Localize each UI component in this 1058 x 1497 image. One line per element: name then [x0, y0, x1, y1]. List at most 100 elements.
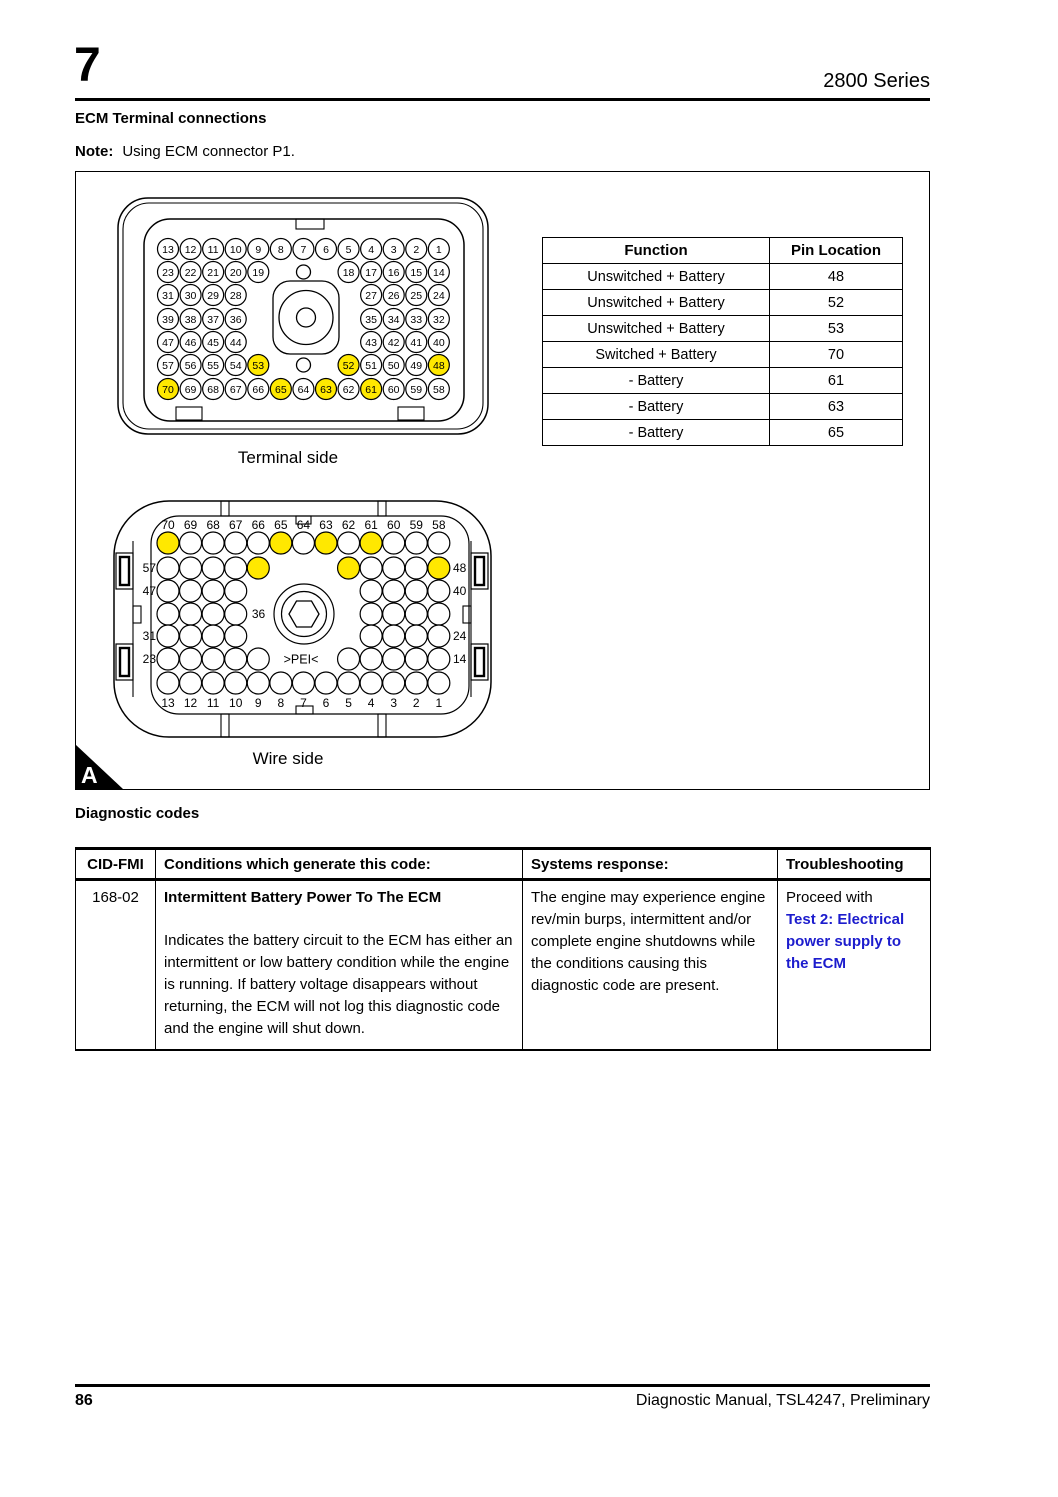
terminal-pin-46 [179, 330, 202, 354]
condition-body: Indicates the battery circuit to the ECM… [164, 932, 513, 1037]
bottom-tab [220, 713, 230, 738]
wire-pin-70 [156, 531, 180, 555]
terminal-pin-25 [405, 283, 428, 307]
right-latch [470, 643, 489, 681]
left-latch [115, 552, 134, 590]
wire-pin-41 [404, 579, 428, 603]
wire-pin-54 [224, 556, 248, 580]
wire-pin-label: 66 [252, 518, 266, 532]
wire-pin-56 [178, 556, 203, 580]
terminal-pin-43 [360, 330, 383, 354]
terminal-pin-27 [360, 283, 383, 307]
terminal-pin-number: 62 [343, 384, 355, 396]
index-hole [295, 264, 312, 280]
wire-pin-label: 65 [274, 518, 288, 532]
wire-pin-38 [178, 602, 203, 626]
index-hole [295, 357, 312, 373]
hex-socket [288, 600, 320, 628]
wire-pin-label: 63 [319, 518, 333, 532]
wire-pin-34 [382, 602, 406, 626]
terminal-pin-35 [360, 307, 383, 331]
wire-pin-label: 47 [143, 584, 157, 598]
wire-pin-35 [359, 602, 383, 626]
right-latch [470, 552, 489, 590]
wire-pin-10 [224, 671, 248, 695]
terminal-pin-4 [360, 237, 383, 261]
terminal-pin-number: 16 [388, 267, 400, 279]
wire-pin-8 [269, 671, 293, 695]
wire-pin-46 [178, 579, 203, 603]
terminal-pin-28 [224, 283, 247, 307]
pin-location-cell: 65 [769, 419, 903, 446]
terminal-pin-number: 47 [162, 337, 174, 349]
terminal-pin-50 [382, 353, 405, 377]
terminal-pin-70 [156, 377, 180, 401]
terminal-pin-49 [405, 353, 428, 377]
function-cell: Unswitched + Battery [542, 315, 770, 342]
wire-pin-63 [314, 531, 338, 555]
wire-pin-19 [246, 647, 270, 671]
function-table: Function Pin Location Unswitched + Batte… [542, 237, 903, 446]
terminal-pin-number: 59 [410, 384, 422, 396]
note-line: Note:Using ECM connector P1. [75, 143, 295, 160]
terminal-pin-number: 22 [185, 267, 197, 279]
wire-pin-27 [359, 624, 383, 648]
wire-pin-label: 69 [184, 518, 198, 532]
terminal-pin-37 [202, 307, 225, 331]
troubleshooting-cell: Proceed with Test 2: Electrical power su… [777, 879, 931, 1050]
terminal-pin-51 [360, 353, 383, 377]
wire-pin-29 [201, 624, 225, 648]
wire-pin-30 [178, 624, 203, 648]
terminal-pin-number: 54 [230, 360, 242, 372]
terminal-pin-number: 70 [162, 384, 174, 396]
terminal-pin-number: 18 [343, 267, 355, 279]
terminal-pin-number: 30 [185, 290, 197, 302]
wire-pin-12 [178, 671, 203, 695]
terminal-pin-number: 13 [162, 244, 174, 256]
bottom-tab [377, 713, 387, 738]
terminal-pin-33 [405, 307, 428, 331]
diagnostic-table: CID-FMI Conditions which generate this c… [75, 847, 931, 1051]
wire-pin-label: >PEI< [284, 653, 319, 667]
top-keyway-notch [295, 515, 312, 525]
terminal-pin-number: 51 [365, 360, 377, 372]
wire-pin-label: 12 [184, 696, 198, 710]
terminal-pin-number: 24 [433, 290, 445, 302]
left-notch [132, 605, 142, 624]
terminal-pin-number: 35 [365, 314, 377, 326]
wire-pin-label: 1 [435, 696, 442, 710]
wire-pin-42 [382, 579, 406, 603]
footer-text: Diagnostic Manual, TSL4247, Preliminary [635, 1392, 930, 1409]
function-cell: - Battery [542, 393, 770, 420]
terminal-pin-number: 69 [185, 384, 197, 396]
troubleshooting-intro: Proceed with [786, 889, 873, 906]
wire-pin-33 [404, 602, 428, 626]
wire-pin-2 [404, 671, 428, 695]
wire-pin-23 [156, 647, 180, 671]
terminal-pin-number: 53 [252, 360, 264, 372]
wire-pin-36 [224, 602, 248, 626]
terminal-pin-number: 65 [275, 384, 287, 396]
wire-side-caption: Wire side [252, 749, 324, 768]
condition-title: Intermittent Battery Power To The ECM [164, 889, 442, 906]
terminal-pin-65 [269, 377, 292, 401]
troubleshooting-link[interactable]: Test 2: Electrical power supply to the E… [786, 911, 905, 972]
pin-location-header: Pin Location [769, 237, 903, 264]
center-jackscrew-boss [273, 583, 335, 645]
terminal-pin-number: 19 [252, 267, 264, 279]
terminal-pin-10 [224, 237, 247, 261]
wire-pin-25 [404, 624, 428, 648]
terminal-pin-number: 50 [388, 360, 400, 372]
wire-pin-label: 48 [453, 561, 467, 575]
terminal-pin-69 [179, 377, 202, 401]
wire-pin-62 [336, 531, 361, 555]
terminal-pin-number: 61 [365, 384, 377, 396]
terminal-pin-63 [314, 377, 338, 401]
wire-pin-45 [201, 579, 225, 603]
terminal-pin-47 [156, 330, 180, 354]
wire-pin-1 [427, 671, 451, 695]
terminal-pin-number: 17 [365, 267, 377, 279]
